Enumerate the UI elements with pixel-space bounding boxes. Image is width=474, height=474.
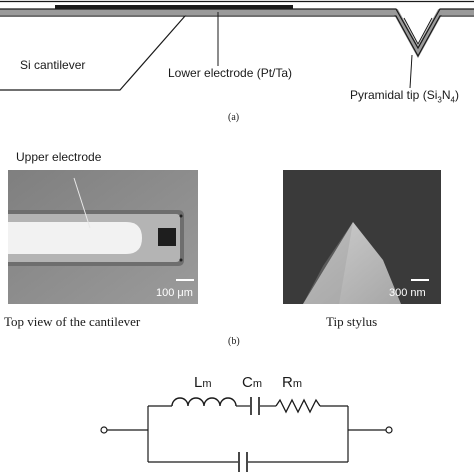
cantilever-body-outline bbox=[0, 15, 187, 91]
pyramidal-tip-label-n: N bbox=[441, 88, 451, 102]
inductor-label-sub: m bbox=[202, 378, 212, 390]
pyramidal-tip-label-suffix: ) bbox=[454, 88, 459, 102]
pyramidal-tip-leader bbox=[409, 54, 413, 89]
capacitor-label-sub: m bbox=[252, 378, 263, 390]
electrode-edge-line bbox=[0, 8, 474, 50]
resistor-label-main: R bbox=[282, 374, 293, 391]
lower-electrode-label: Lower electrode (Pt/Ta) bbox=[168, 66, 293, 80]
pyramidal-tip-sub3: 3 bbox=[437, 95, 442, 105]
pyramidal-tip-sub4: 4 bbox=[450, 95, 455, 105]
cantilever-cross-section bbox=[0, 0, 474, 91]
caption-tip-stylus: Tip stylus bbox=[326, 314, 378, 329]
cantilever-surface-line bbox=[185, 15, 474, 58]
inductor-label: Lm bbox=[194, 374, 212, 391]
inductor-lm bbox=[171, 397, 237, 407]
caption-b: (b) bbox=[228, 336, 240, 347]
caption-a: (a) bbox=[228, 112, 240, 123]
pyramidal-tip-label: Pyramidal tip (Si3N4) bbox=[350, 88, 459, 104]
lower-electrode-layer bbox=[0, 9, 474, 59]
resistor-label: Rm bbox=[282, 374, 302, 391]
capacitor-label-main: C bbox=[242, 374, 253, 391]
tip-stylus-graphic bbox=[283, 170, 441, 304]
resistor-label-sub: m bbox=[292, 378, 303, 390]
pyramidal-tip-label-prefix: Pyramidal tip (Si bbox=[350, 88, 438, 102]
scalebar-left-label: 100 μm bbox=[156, 287, 193, 299]
upper-electrode-label: Upper electrode bbox=[16, 150, 102, 164]
tip-stylus-micrograph bbox=[283, 170, 441, 304]
cantilever-top-view-micrograph bbox=[8, 170, 198, 304]
scalebar-right-label: 300 nm bbox=[389, 287, 426, 299]
pyramidal-tip-shape bbox=[403, 17, 433, 46]
output-terminal bbox=[385, 426, 393, 434]
resistor-rm bbox=[275, 398, 321, 414]
capacitor-label: Cm bbox=[242, 374, 262, 391]
input-terminal bbox=[100, 426, 108, 434]
cantilever-top-view-graphic bbox=[8, 170, 198, 304]
caption-top-view: Top view of the cantilever bbox=[4, 314, 141, 329]
si-cantilever-label: Si cantilever bbox=[20, 58, 86, 72]
inductor-label-main: L bbox=[194, 374, 203, 391]
